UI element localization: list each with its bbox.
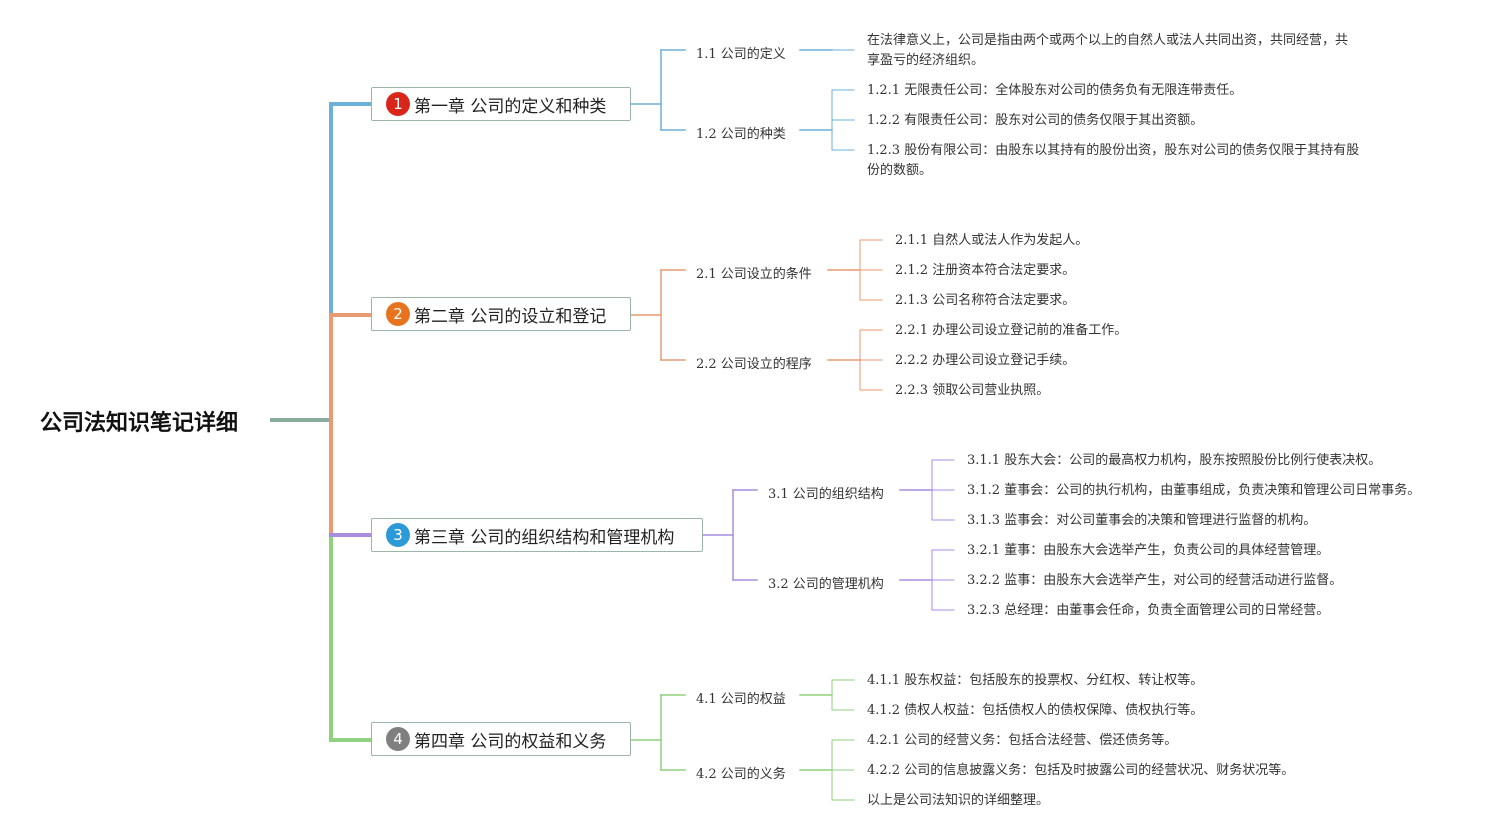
root-topic[interactable]: 公司法知识笔记详细: [40, 411, 239, 436]
chapter-3-node[interactable]: 3 第三章 公司的组织结构和管理机构: [371, 518, 703, 552]
chapter-3-title: 第三章 公司的组织结构和管理机构: [414, 527, 675, 548]
number-badge-3: 3: [386, 523, 410, 547]
number-badge-2: 2: [386, 302, 410, 326]
leaf-1-2-3[interactable]: 1.2.3 股份有限公司：由股东以其持有的股份出资，股东对公司的债务仅限于其持有…: [867, 143, 1360, 178]
section-3-1[interactable]: 3.1 公司的组织结构: [768, 487, 884, 502]
leaf-2-2-2[interactable]: 2.2.2 办理公司设立登记手续。: [895, 353, 1076, 368]
leaf-1-2-2[interactable]: 1.2.2 有限责任公司：股东对公司的债务仅限于其出资额。: [867, 113, 1204, 128]
section-4-2[interactable]: 4.2 公司的义务: [696, 767, 786, 782]
leaf-2-2-3[interactable]: 2.2.3 领取公司营业执照。: [895, 383, 1050, 398]
leaf-4-2-1[interactable]: 4.2.1 公司的经营义务：包括合法经营、偿还债务等。: [867, 733, 1178, 748]
leaf-4-2-2[interactable]: 4.2.2 公司的信息披露义务：包括及时披露公司的经营状况、财务状况等。: [867, 763, 1295, 778]
leaf-2-1-3[interactable]: 2.1.3 公司名称符合法定要求。: [895, 293, 1076, 308]
leaf-3-1-2[interactable]: 3.1.2 董事会：公司的执行机构，由董事组成，负责决策和管理公司日常事务。: [967, 483, 1421, 498]
section-2-1[interactable]: 2.1 公司设立的条件: [696, 267, 812, 282]
leaf-1-2-1[interactable]: 1.2.1 无限责任公司：全体股东对公司的债务负有无限连带责任。: [867, 83, 1243, 98]
section-4-1[interactable]: 4.1 公司的权益: [696, 692, 786, 707]
leaf-4-1-2[interactable]: 4.1.2 债权人权益：包括债权人的债权保障、债权执行等。: [867, 703, 1204, 718]
leaf-2-1-1[interactable]: 2.1.1 自然人或法人作为发起人。: [895, 233, 1089, 248]
leaf-3-2-2[interactable]: 3.2.2 监事：由股东大会选举产生，对公司的经营活动进行监督。: [967, 573, 1343, 588]
section-1-2[interactable]: 1.2 公司的种类: [696, 127, 786, 142]
section-1-1[interactable]: 1.1 公司的定义: [696, 47, 786, 62]
chapter-2-title: 第二章 公司的设立和登记: [414, 306, 607, 327]
number-badge-1: 1: [386, 92, 410, 116]
section-2-2[interactable]: 2.2 公司设立的程序: [696, 357, 812, 372]
number-badge-4: 4: [386, 727, 410, 751]
leaf-4-2-3[interactable]: 以上是公司法知识的详细整理。: [867, 793, 1050, 808]
leaf-2-1-2[interactable]: 2.1.2 注册资本符合法定要求。: [895, 263, 1076, 278]
chapter-1-title: 第一章 公司的定义和种类: [414, 96, 607, 117]
chapter-4-title: 第四章 公司的权益和义务: [414, 731, 607, 752]
chapter-2-node[interactable]: 2 第二章 公司的设立和登记: [371, 297, 631, 331]
leaf-3-2-3[interactable]: 3.2.3 总经理：由董事会任命，负责全面管理公司的日常经营。: [967, 603, 1330, 618]
leaf-3-2-1[interactable]: 3.2.1 董事：由股东大会选举产生，负责公司的具体经营管理。: [967, 543, 1330, 558]
leaf-3-1-1[interactable]: 3.1.1 股东大会：公司的最高权力机构，股东按照股份比例行使表决权。: [967, 453, 1382, 468]
section-3-2[interactable]: 3.2 公司的管理机构: [768, 577, 884, 592]
leaf-4-1-1[interactable]: 4.1.1 股东权益：包括股东的投票权、分红权、转让权等。: [867, 673, 1204, 688]
chapter-1-node[interactable]: 1 第一章 公司的定义和种类: [371, 87, 631, 121]
leaf-1-1-1[interactable]: 在法律意义上，公司是指由两个或两个以上的自然人或法人共同出资，共同经营，共享盈亏…: [867, 33, 1349, 68]
leaf-2-2-1[interactable]: 2.2.1 办理公司设立登记前的准备工作。: [895, 323, 1128, 338]
leaf-3-1-3[interactable]: 3.1.3 监事会：对公司董事会的决策和管理进行监督的机构。: [967, 513, 1317, 528]
chapter-4-node[interactable]: 4 第四章 公司的权益和义务: [371, 722, 631, 756]
